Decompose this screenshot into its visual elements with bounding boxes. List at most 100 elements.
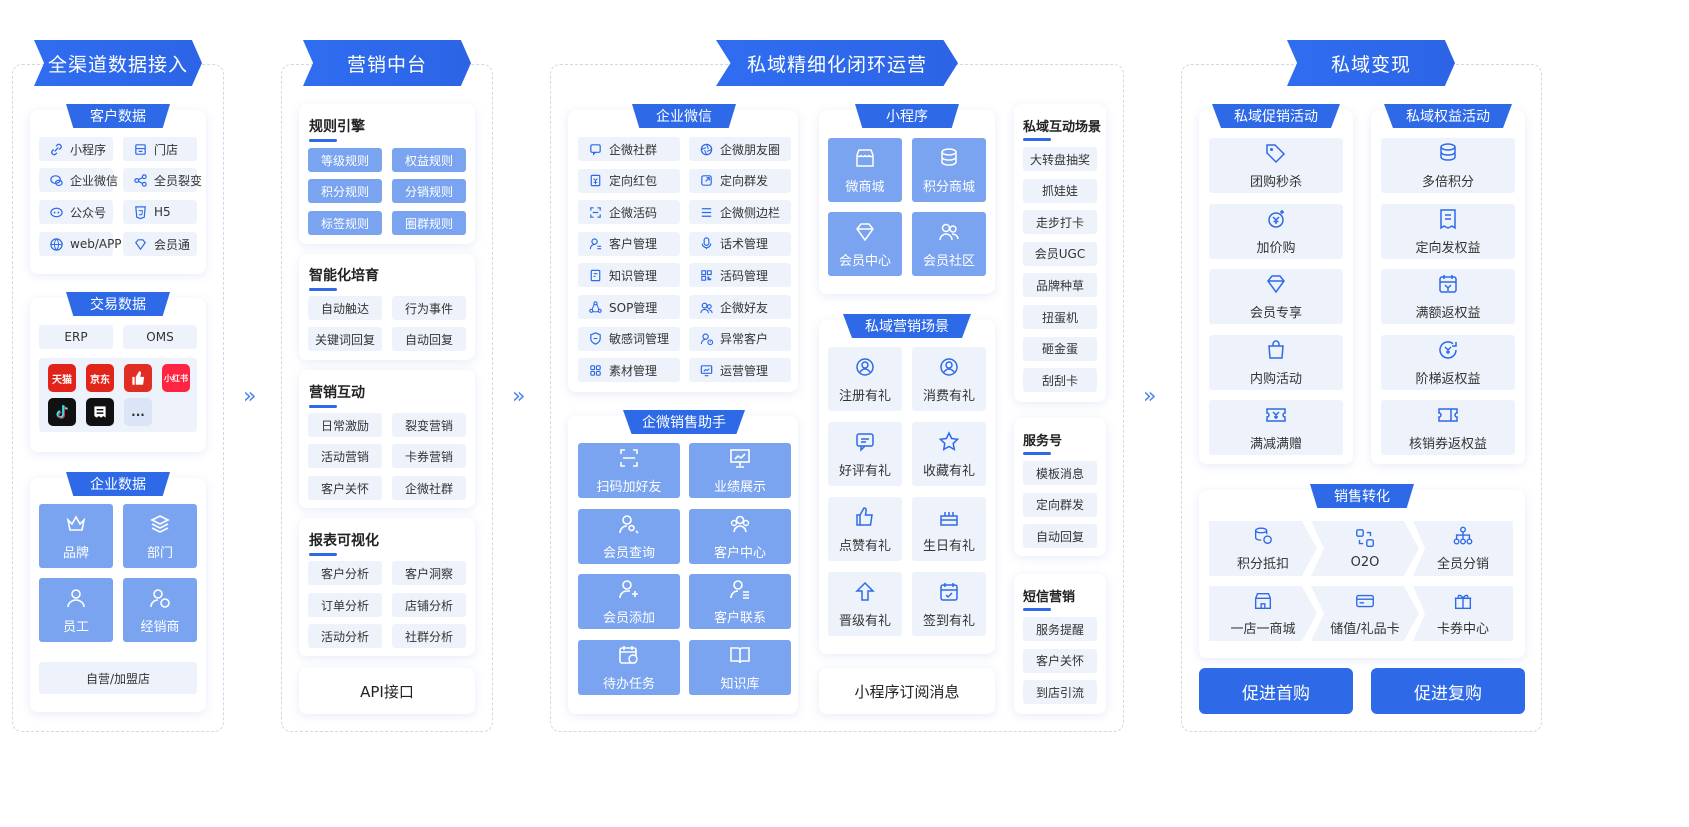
trade-item-oms[interactable]: OMS — [123, 325, 197, 349]
wecom-item[interactable]: 话术管理 — [689, 231, 791, 256]
scene-tile[interactable]: 点赞有礼 — [828, 497, 902, 561]
cultivation-item[interactable]: 关键词回复 — [308, 327, 382, 351]
promote-repurchase-button[interactable]: 促进复购 — [1371, 668, 1525, 714]
scene-tile[interactable]: 注册有礼 — [828, 347, 902, 411]
sales-tile[interactable]: 储值/礼品卡 — [1311, 586, 1419, 641]
wecom-item[interactable]: 素材管理 — [578, 358, 680, 383]
promo-tile[interactable]: 满减满赠 — [1209, 400, 1343, 455]
report-item[interactable]: 活动分析 — [308, 624, 382, 648]
assistant-tile[interactable]: 客户中心 — [689, 509, 791, 564]
wecom-item[interactable]: 企微社群 — [578, 137, 680, 161]
wecom-item[interactable]: 运营管理 — [689, 358, 791, 383]
interaction-item[interactable]: 活动营销 — [308, 444, 382, 468]
interaction-scene-item[interactable]: 扭蛋机 — [1023, 305, 1097, 329]
interaction-scene-item[interactable]: 走步打卡 — [1023, 210, 1097, 235]
rule-item[interactable]: 圈群规则 — [392, 211, 466, 235]
mini-tile[interactable]: 会员中心 — [828, 212, 902, 276]
mini-tile[interactable]: 会员社区 — [912, 212, 986, 276]
scene-tile[interactable]: 好评有礼 — [828, 422, 902, 486]
customer-item[interactable]: 企业微信 — [39, 168, 118, 192]
interaction-scene-item[interactable]: 大转盘抽奖 — [1023, 147, 1097, 171]
enterprise-tile-brand[interactable]: 品牌 — [39, 504, 113, 568]
wecom-item[interactable]: 定向红包 — [578, 168, 680, 193]
rights-tile[interactable]: 定向发权益 — [1381, 203, 1515, 259]
service-account-item[interactable]: 自动回复 — [1023, 524, 1097, 549]
cultivation-item[interactable]: 自动触达 — [308, 296, 382, 320]
scene-tile[interactable]: 消费有礼 — [912, 347, 986, 411]
assistant-tile[interactable]: 会员添加 — [578, 574, 680, 629]
promo-tile[interactable]: 会员专享 — [1209, 269, 1343, 324]
api-interface[interactable]: API接口 — [299, 668, 475, 714]
wecom-item[interactable]: 定向群发 — [689, 168, 791, 193]
enterprise-footer[interactable]: 自营/加盟店 — [39, 662, 197, 694]
sms-item[interactable]: 客户关怀 — [1023, 648, 1097, 673]
customer-item[interactable]: H5 — [123, 200, 197, 224]
sales-tile[interactable]: 一店一商城 — [1209, 586, 1317, 641]
sales-tile[interactable]: 卡券中心 — [1413, 586, 1513, 641]
interaction-scene-item[interactable]: 会员UGC — [1023, 241, 1097, 266]
scene-tile[interactable]: 签到有礼 — [912, 572, 986, 636]
customer-item[interactable]: web/APP — [39, 232, 122, 256]
interaction-scene-item[interactable]: 砸金蛋 — [1023, 336, 1097, 361]
interaction-item[interactable]: 客户关怀 — [308, 476, 382, 500]
rule-item[interactable]: 分销规则 — [392, 179, 466, 203]
interaction-item[interactable]: 卡券营销 — [392, 444, 466, 468]
more-logos[interactable]: ... — [124, 398, 152, 426]
wecom-item[interactable]: 企微活码 — [578, 200, 680, 225]
wecom-item[interactable]: SOP管理 — [578, 295, 680, 319]
mini-subscribe-message[interactable]: 小程序订阅消息 — [819, 668, 995, 714]
customer-item[interactable]: 门店 — [123, 137, 197, 161]
interaction-item[interactable]: 企微社群 — [392, 476, 466, 500]
trade-item-erp[interactable]: ERP — [39, 325, 113, 349]
wecom-item[interactable]: 敏感词管理 — [578, 326, 680, 351]
rights-tile[interactable]: 阶梯返权益 — [1381, 334, 1515, 390]
assistant-tile[interactable]: 扫码加好友 — [578, 443, 680, 498]
sms-item[interactable]: 到店引流 — [1023, 680, 1097, 705]
rights-tile[interactable]: 满额返权益 — [1381, 269, 1515, 324]
mini-tile[interactable]: 积分商城 — [912, 138, 986, 202]
rule-item[interactable]: 等级规则 — [308, 148, 382, 172]
wecom-item[interactable]: 企微朋友圈 — [689, 137, 791, 161]
wecom-item[interactable]: 企微侧边栏 — [689, 200, 791, 225]
customer-item[interactable]: 全员裂变 — [123, 168, 202, 192]
sales-tile[interactable]: 全员分销 — [1413, 521, 1513, 576]
customer-item[interactable]: 公众号 — [39, 200, 113, 224]
wecom-item[interactable]: 活码管理 — [689, 263, 791, 288]
customer-item[interactable]: 小程序 — [39, 137, 113, 161]
sales-tile[interactable]: O2O — [1311, 521, 1419, 576]
service-account-item[interactable]: 定向群发 — [1023, 492, 1097, 517]
interaction-scene-item[interactable]: 刮刮卡 — [1023, 368, 1097, 393]
interaction-scene-item[interactable]: 抓娃娃 — [1023, 178, 1097, 203]
assistant-tile[interactable]: 知识库 — [689, 640, 791, 695]
cultivation-item[interactable]: 自动回复 — [392, 327, 466, 351]
customer-item[interactable]: 会员通 — [123, 232, 197, 256]
enterprise-tile-distributor[interactable]: 经销商 — [123, 578, 197, 642]
promote-first-purchase-button[interactable]: 促进首购 — [1199, 668, 1353, 714]
rights-tile[interactable]: 核销券返权益 — [1381, 400, 1515, 455]
interaction-item[interactable]: 裂变营销 — [392, 413, 466, 437]
wecom-item[interactable]: 知识管理 — [578, 263, 680, 288]
report-item[interactable]: 店铺分析 — [392, 593, 466, 617]
scene-tile[interactable]: 收藏有礼 — [912, 422, 986, 486]
cultivation-item[interactable]: 行为事件 — [392, 296, 466, 320]
service-account-item[interactable]: 模板消息 — [1023, 461, 1097, 485]
interaction-scene-item[interactable]: 品牌种草 — [1023, 273, 1097, 298]
rule-item[interactable]: 权益规则 — [392, 148, 466, 172]
sales-tile[interactable]: 积分抵扣 — [1209, 521, 1317, 576]
rights-tile[interactable]: 多倍积分 — [1381, 138, 1515, 193]
assistant-tile[interactable]: 客户联系 — [689, 574, 791, 629]
rule-item[interactable]: 标签规则 — [308, 211, 382, 235]
report-item[interactable]: 社群分析 — [392, 624, 466, 648]
scene-tile[interactable]: 生日有礼 — [912, 497, 986, 561]
report-item[interactable]: 客户分析 — [308, 561, 382, 585]
assistant-tile[interactable]: 待办任务 — [578, 640, 680, 695]
promo-tile[interactable]: 内购活动 — [1209, 334, 1343, 390]
enterprise-tile-department[interactable]: 部门 — [123, 504, 197, 568]
report-item[interactable]: 客户洞察 — [392, 561, 466, 585]
mini-tile[interactable]: 微商城 — [828, 138, 902, 202]
sms-item[interactable]: 服务提醒 — [1023, 617, 1097, 641]
assistant-tile[interactable]: 业绩展示 — [689, 443, 791, 498]
wecom-item[interactable]: 异常客户 — [689, 326, 791, 351]
wecom-item[interactable]: 客户管理 — [578, 231, 680, 256]
wecom-item[interactable]: 企微好友 — [689, 295, 791, 319]
